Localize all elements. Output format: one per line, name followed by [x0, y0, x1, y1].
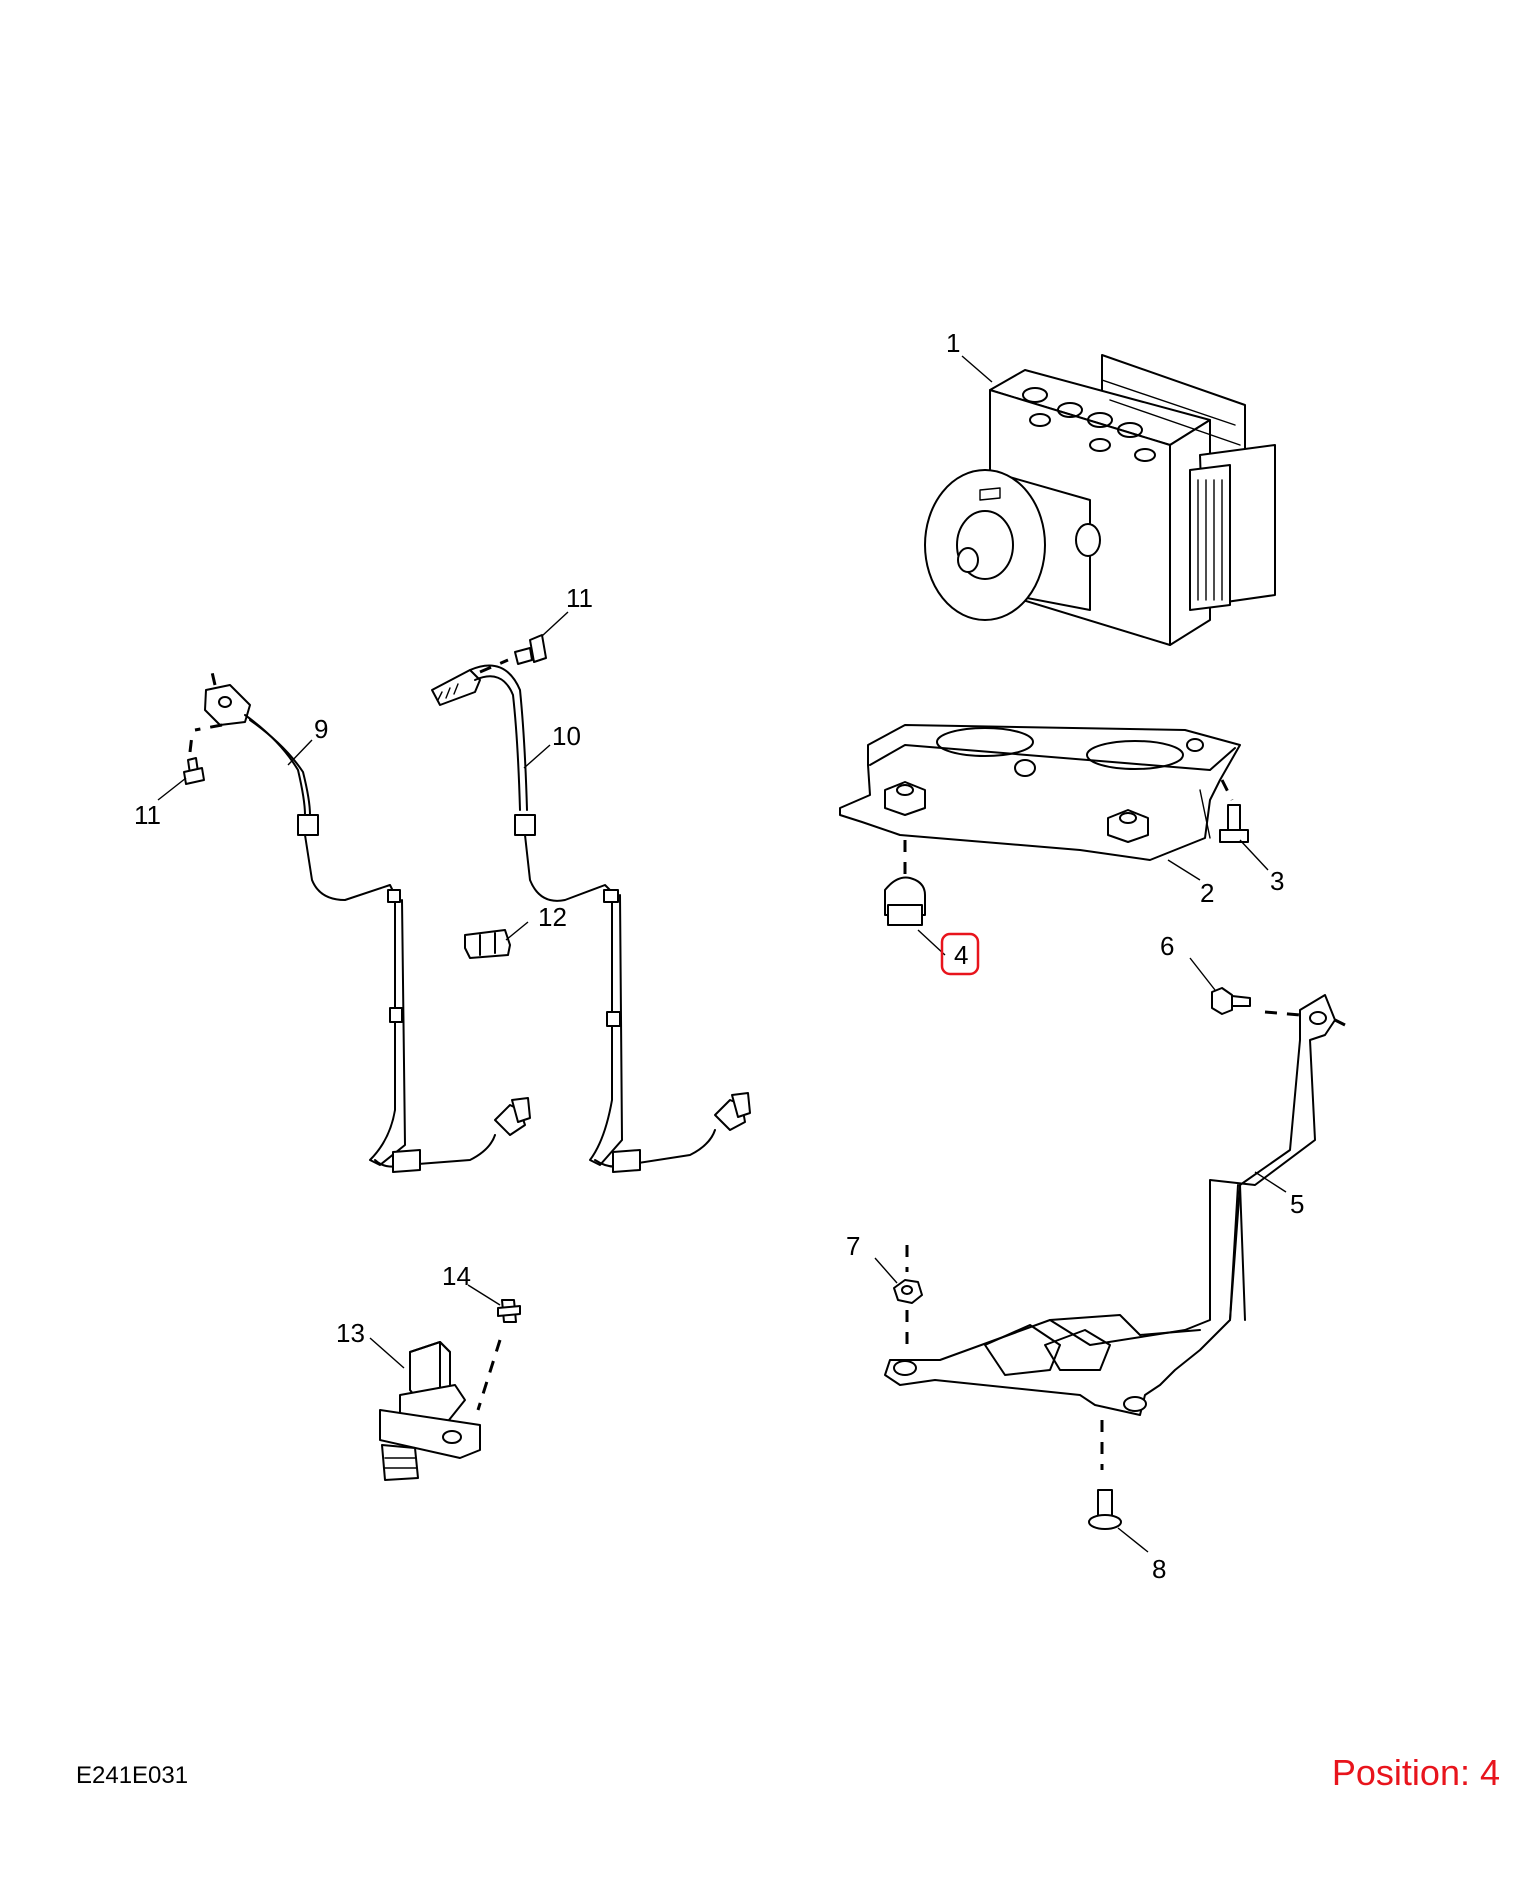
wheel-speed-sensor-harness-left[interactable]: [194, 671, 531, 1173]
sensor-screw-lower[interactable]: [183, 734, 205, 785]
position-indicator: Position: 4: [1331, 1752, 1500, 1793]
callout-11-upper[interactable]: 11: [566, 583, 593, 613]
harness-clip[interactable]: [464, 929, 511, 959]
drawing-code: E241E031: [76, 1762, 189, 1789]
callout-2[interactable]: 2: [1200, 878, 1214, 908]
callout-1[interactable]: 1: [946, 328, 960, 358]
callout-highlight-box: [940, 932, 980, 976]
callout-11-lower[interactable]: 11: [134, 800, 161, 830]
callout-13[interactable]: 13: [336, 1318, 365, 1348]
callout-5[interactable]: 5: [1290, 1189, 1304, 1219]
support-bracket-bolt[interactable]: [1211, 987, 1346, 1027]
callout-7[interactable]: 7: [846, 1231, 860, 1261]
callout-6[interactable]: 6: [1160, 931, 1174, 961]
leader-lines: [157, 355, 1287, 1553]
isolator-grommet[interactable]: [884, 840, 926, 926]
bracket-bolt[interactable]: [1219, 779, 1249, 843]
callout-10[interactable]: 10: [552, 721, 581, 751]
lower-support-bracket[interactable]: [884, 994, 1336, 1416]
sensor-bolt[interactable]: [476, 1299, 521, 1411]
speed-sensor[interactable]: [379, 1341, 481, 1481]
wheel-speed-sensor-harness-right[interactable]: [431, 664, 751, 1173]
callout-4[interactable]: 4: [954, 940, 968, 970]
stud-bolt[interactable]: [1088, 1420, 1122, 1530]
abs-modulator-unit[interactable]: [924, 354, 1276, 646]
callout-9[interactable]: 9: [314, 714, 328, 744]
callout-14[interactable]: 14: [442, 1261, 471, 1291]
callout-12[interactable]: 12: [538, 902, 567, 932]
bracket-nut[interactable]: [893, 1245, 923, 1352]
callout-8[interactable]: 8: [1152, 1554, 1166, 1584]
callout-labels: 1 2 3 4 5 6 7 8 9 10 11 11 12 13 14: [134, 328, 1304, 1584]
upper-mounting-bracket[interactable]: [839, 724, 1241, 861]
sensor-screw-upper[interactable]: [479, 634, 547, 674]
callout-3[interactable]: 3: [1270, 866, 1284, 896]
